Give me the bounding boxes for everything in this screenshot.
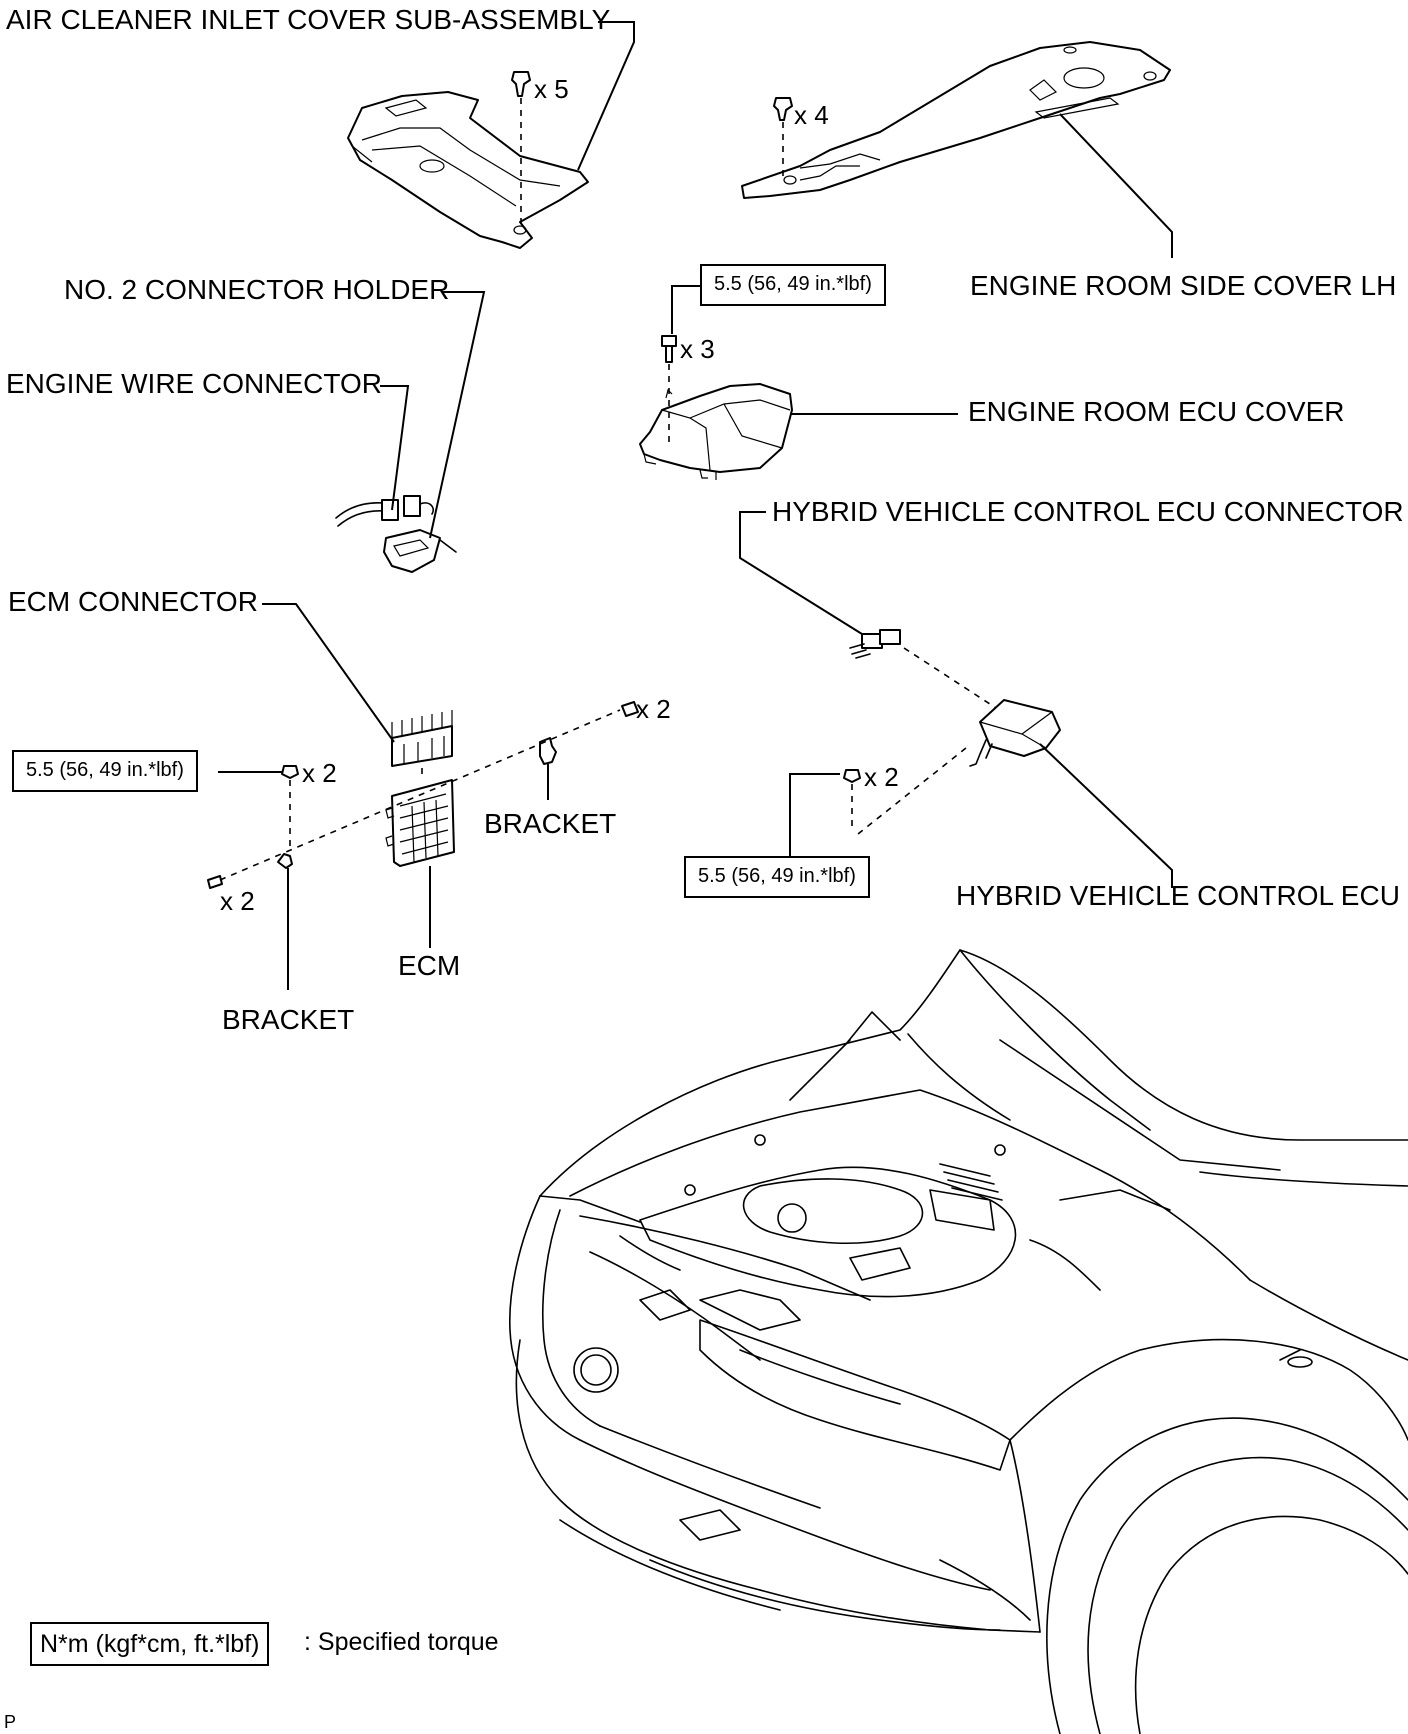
- air-cleaner-clip: [511, 71, 531, 97]
- qty-ecu-cover-bolts: x 3: [680, 334, 715, 364]
- label-air-cleaner-inlet-cover: AIR CLEANER INLET COVER SUB-ASSEMBLY: [6, 4, 611, 35]
- torque-box-ecm: 5.5 (56, 49 in.*lbf): [12, 750, 198, 792]
- corner-mark: P: [4, 1712, 17, 1732]
- label-engine-wire-connector: ENGINE WIRE CONNECTOR: [6, 368, 382, 399]
- bracket-left-part: [277, 853, 293, 869]
- hybrid-ecu-connector-part: [849, 629, 901, 659]
- label-no2-connector-holder: NO. 2 CONNECTOR HOLDER: [64, 274, 450, 305]
- hybrid-ecu-nut: [843, 769, 861, 783]
- qty-bracket-bolts-left: x 2: [220, 886, 255, 916]
- legend-torque-unit-box: N*m (kgf*cm, ft.*lbf): [30, 1622, 270, 1666]
- label-engine-room-ecu-cover: ENGINE ROOM ECU COVER: [968, 396, 1345, 427]
- bracket-right-part: [539, 737, 557, 765]
- label-bracket-right: BRACKET: [484, 808, 617, 839]
- bracket-bolt-right: [621, 701, 639, 717]
- ecu-cover-bolt: [661, 335, 677, 363]
- engine-wire-connector-part: [335, 495, 435, 527]
- label-ecm: ECM: [398, 950, 461, 981]
- label-bracket-left: BRACKET: [222, 1004, 355, 1035]
- no2-connector-holder-part: [383, 529, 457, 573]
- engine-room-ecu-cover-part: [639, 383, 793, 480]
- label-hybrid-ecu: HYBRID VEHICLE CONTROL ECU: [956, 880, 1400, 911]
- qty-hybrid-ecu-nuts: x 2: [864, 762, 899, 792]
- label-engine-room-side-cover-lh: ENGINE ROOM SIDE COVER LH: [970, 270, 1397, 301]
- air-cleaner-inlet-cover-part: [347, 91, 589, 249]
- ecm-part: [385, 779, 455, 867]
- hybrid-ecu-part: [969, 699, 1061, 767]
- label-hybrid-ecu-connector: HYBRID VEHICLE CONTROL ECU CONNECTOR: [772, 496, 1404, 527]
- qty-bracket-bolts-right: x 2: [636, 694, 671, 724]
- side-cover-clip: [773, 97, 793, 121]
- torque-box-ecu-cover: 5.5 (56, 49 in.*lbf): [700, 264, 886, 306]
- torque-box-hybrid-ecu: 5.5 (56, 49 in.*lbf): [684, 856, 870, 898]
- qty-air-cleaner-clips: x 5: [534, 74, 569, 104]
- ecm-nut: [281, 765, 299, 779]
- bracket-bolt-left: [207, 875, 223, 889]
- qty-ecm-nuts: x 2: [302, 758, 337, 788]
- qty-side-cover-clips: x 4: [794, 100, 829, 130]
- vehicle-outline: [508, 949, 1408, 1734]
- engine-room-side-cover-part: [741, 41, 1171, 199]
- ecm-connector-part: [391, 710, 453, 767]
- label-ecm-connector: ECM CONNECTOR: [8, 586, 258, 617]
- legend-specified-torque: : Specified torque: [304, 1628, 499, 1656]
